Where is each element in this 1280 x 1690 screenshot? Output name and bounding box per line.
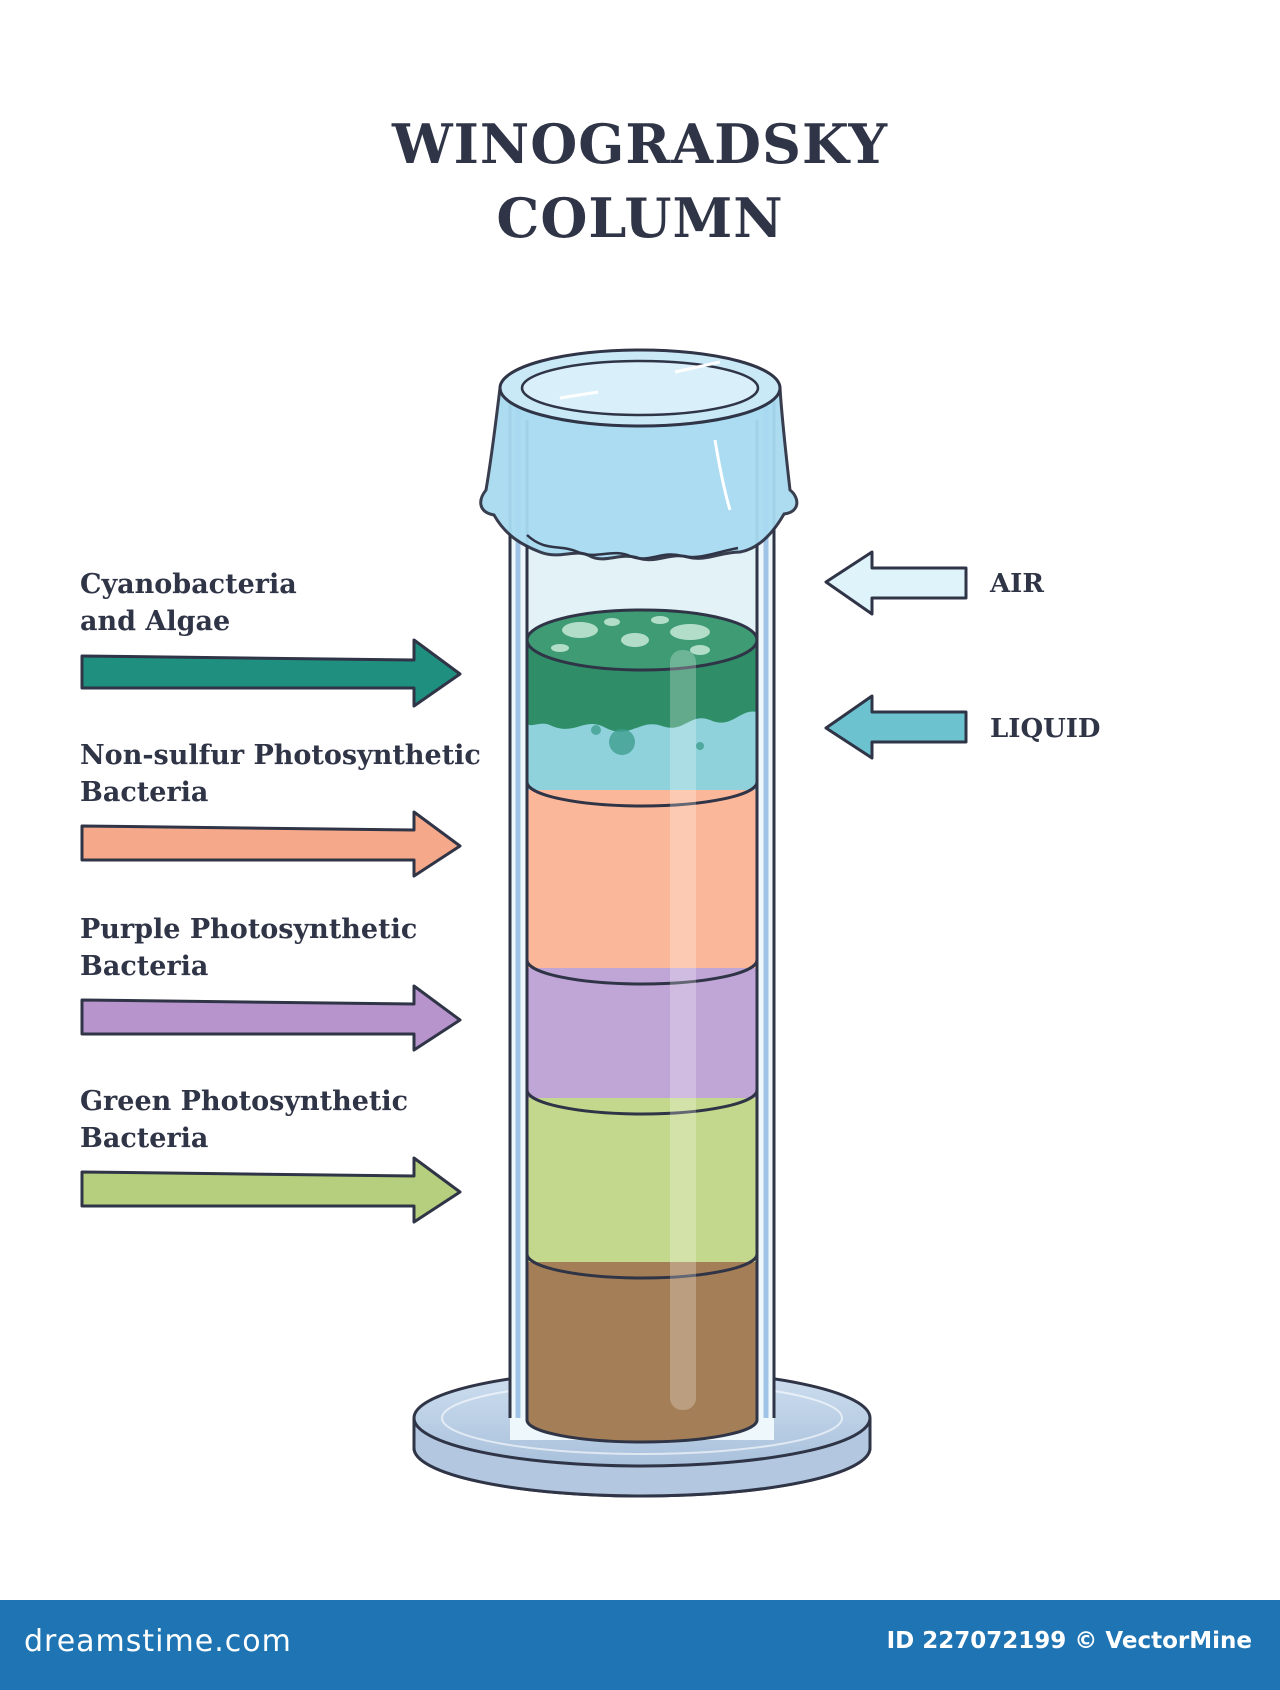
arrow-cyanobacteria bbox=[80, 638, 462, 708]
label-liquid: LIQUID bbox=[990, 714, 1101, 744]
layer-boundaries bbox=[525, 781, 759, 1444]
footer-site-logo[interactable]: dreamstime.com bbox=[24, 1624, 292, 1659]
non-sulfur-layer bbox=[527, 790, 757, 968]
sediment-layer bbox=[527, 1262, 757, 1442]
label-non-sulfur-line2: Bacteria bbox=[80, 777, 209, 808]
arrow-non-sulfur bbox=[80, 810, 462, 878]
arrow-green bbox=[80, 1156, 462, 1224]
label-non-sulfur: Non-sulfur Photosynthetic Bacteria bbox=[80, 737, 481, 811]
column-tube bbox=[508, 390, 776, 1444]
purple-layer bbox=[527, 968, 757, 1098]
label-cyanobacteria-line2: and Algae bbox=[80, 606, 231, 637]
title-line-2: COLUMN bbox=[496, 186, 784, 250]
label-green-line1: Green Photosynthetic bbox=[80, 1086, 409, 1117]
label-cyanobacteria-line1: Cyanobacteria bbox=[80, 569, 297, 600]
arrow-air bbox=[824, 550, 968, 616]
label-air: AIR bbox=[990, 569, 1044, 599]
footer-image-id: ID 227072199 © VectorMine bbox=[886, 1628, 1252, 1654]
label-green: Green Photosynthetic Bacteria bbox=[80, 1083, 408, 1157]
diagram-canvas bbox=[80, 348, 968, 1498]
label-purple-line2: Bacteria bbox=[80, 951, 209, 982]
label-non-sulfur-line1: Non-sulfur Photosynthetic bbox=[80, 740, 481, 771]
label-purple-line1: Purple Photosynthetic bbox=[80, 914, 418, 945]
label-purple: Purple Photosynthetic Bacteria bbox=[80, 911, 417, 985]
title-line-1: WINOGRADSKY bbox=[391, 112, 889, 176]
arrow-liquid bbox=[824, 694, 968, 760]
label-green-line2: Bacteria bbox=[80, 1123, 209, 1154]
footer-bar: dreamstime.com ID 227072199 © VectorMine bbox=[0, 1600, 1280, 1690]
algae-bubbles bbox=[551, 616, 710, 655]
column-cap bbox=[479, 348, 799, 562]
green-layer bbox=[527, 1098, 757, 1262]
arrow-purple bbox=[80, 984, 462, 1052]
label-cyanobacteria: Cyanobacteria and Algae bbox=[80, 566, 297, 640]
